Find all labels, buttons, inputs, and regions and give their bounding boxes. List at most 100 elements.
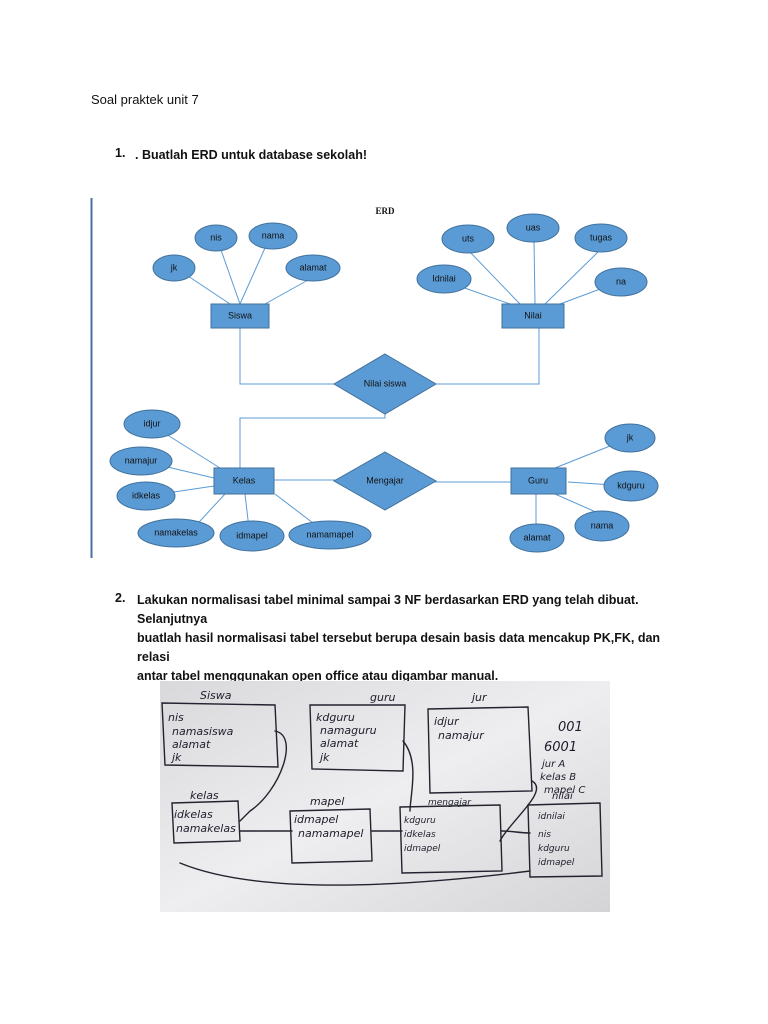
hw-note: 001 [558, 720, 583, 735]
svg-text:nis: nis [210, 232, 222, 242]
relation-nilai-siswa: Nilai siswa [333, 353, 437, 415]
hw-mapel-title: mapel [310, 795, 344, 808]
svg-text:Kelas: Kelas [233, 475, 256, 485]
attr-siswa-jk: jk [152, 254, 196, 282]
svg-text:nama: nama [591, 520, 614, 530]
question-2-line-3: antar tabel menggunakan open office atau… [137, 669, 499, 683]
attr-siswa-alamat: alamat [285, 254, 341, 282]
hw-nilai-row: nis [538, 830, 551, 840]
svg-text:Mengajar: Mengajar [366, 475, 404, 485]
attr-kelas-namamapel: namamapel [288, 520, 372, 550]
svg-text:idkelas: idkelas [132, 490, 161, 500]
svg-text:Nilai: Nilai [524, 310, 542, 320]
hw-jur-row: idjur [434, 715, 460, 728]
entity-siswa: Siswa [210, 303, 270, 329]
question-1-number: 1. [115, 146, 126, 160]
svg-text:alamat: alamat [299, 262, 327, 272]
hw-mengajar-row: idkelas [404, 830, 436, 840]
whiteboard-photo: Siswa nis namasiswa alamat jk guru kdgur… [160, 681, 610, 912]
question-2-number: 2. [115, 591, 126, 605]
question-1-text: . Buatlah ERD untuk database sekolah! [135, 148, 367, 162]
svg-text:alamat: alamat [523, 532, 551, 542]
hw-siswa-row: namasiswa [172, 725, 234, 738]
hw-mengajar-box [399, 804, 503, 874]
hw-guru-title: guru [370, 691, 395, 704]
hw-note: jur A [540, 759, 565, 770]
question-2-text: Lakukan normalisasi tabel minimal sampai… [137, 591, 677, 686]
svg-text:na: na [616, 276, 626, 286]
attr-kelas-namakelas: namakelas [137, 518, 215, 548]
attr-guru-alamat: alamat [509, 523, 565, 553]
svg-text:uas: uas [526, 222, 541, 232]
svg-text:Guru: Guru [528, 475, 548, 485]
svg-text:nama: nama [262, 230, 285, 240]
hw-nilai-row: idmapel [538, 858, 575, 868]
relation-mengajar: Mengajar [332, 451, 438, 511]
attr-kelas-idkelas: idkelas [116, 481, 176, 511]
erd-title: ERD [375, 206, 395, 216]
attr-guru-jk: jk [604, 423, 656, 453]
attr-guru-kdguru: kdguru [603, 470, 659, 502]
svg-text:namamapel: namamapel [306, 529, 353, 539]
question-2-line-2: buatlah hasil normalisasi tabel tersebut… [137, 631, 661, 664]
attr-nilai-uas: uas [506, 213, 560, 243]
attr-nilai-na: na [594, 267, 648, 297]
svg-text:jk: jk [626, 432, 634, 442]
hw-siswa-row: jk [170, 751, 182, 764]
hw-kelas-row: idkelas [174, 808, 213, 821]
attr-nilai-uts: uts [441, 224, 495, 254]
svg-text:jk: jk [170, 262, 178, 272]
hw-nilai-title: nilai [552, 791, 573, 802]
attr-kelas-namajur: namajur [109, 446, 173, 476]
hw-relation-line [239, 730, 287, 822]
svg-text:Siswa: Siswa [228, 310, 252, 320]
hw-guru-row: kdguru [316, 711, 355, 724]
document-title: Soal praktek unit 7 [91, 92, 199, 107]
hw-siswa-row: alamat [172, 738, 211, 751]
attr-kelas-idmapel: idmapel [219, 520, 285, 552]
attr-nilai-tugas: tugas [574, 223, 628, 253]
attr-guru-nama: nama [574, 510, 630, 542]
hw-relation-line [402, 740, 414, 812]
hw-siswa-row: nis [168, 711, 184, 724]
attr-siswa-nama: nama [248, 222, 298, 250]
hw-guru-row: alamat [320, 737, 359, 750]
hw-nilai-box [527, 802, 603, 878]
svg-text:uts: uts [462, 233, 475, 243]
erd-diagram: ERD Siswa [90, 196, 680, 560]
hw-mapel-row: idmapel [294, 813, 338, 826]
svg-text:Nilai siswa: Nilai siswa [364, 378, 407, 388]
hw-nilai-row: kdguru [538, 844, 570, 854]
attr-nilai-idnilai: Idnilai [416, 264, 472, 294]
hw-note: mapel C [544, 785, 585, 796]
hw-mapel-box [289, 808, 373, 864]
hw-jur-title: jur [470, 691, 488, 704]
hw-jur-box [427, 706, 533, 794]
svg-text:Idnilai: Idnilai [432, 273, 456, 283]
hw-kelas-row: namakelas [176, 822, 236, 835]
hw-note: 6001 [544, 740, 577, 755]
hw-mengajar-row: kdguru [404, 816, 436, 826]
entity-kelas: Kelas [213, 467, 275, 495]
attr-kelas-idjur: idjur [123, 409, 181, 439]
svg-text:idmapel: idmapel [236, 530, 268, 540]
svg-text:tugas: tugas [590, 232, 613, 242]
hw-relation-line [501, 830, 531, 834]
entity-nilai: Nilai [501, 303, 565, 329]
hw-mapel-row: namamapel [298, 827, 363, 840]
hw-guru-row: jk [318, 751, 330, 764]
question-2-line-1: Lakukan normalisasi tabel minimal sampai… [137, 593, 639, 626]
hw-mengajar-row: idmapel [404, 844, 441, 854]
hw-guru-row: namaguru [320, 724, 377, 737]
hw-kelas-title: kelas [190, 789, 219, 802]
hw-kelas-box [171, 800, 241, 844]
hw-siswa-title: Siswa [200, 689, 232, 702]
hw-relation-line [179, 862, 531, 886]
hw-relation-line [499, 780, 538, 842]
hw-nilai-row: idnilai [538, 812, 565, 822]
svg-text:namakelas: namakelas [154, 527, 198, 537]
entity-guru: Guru [510, 467, 567, 495]
svg-text:namajur: namajur [125, 455, 158, 465]
hw-guru-box [309, 704, 406, 772]
hw-siswa-box [161, 702, 279, 768]
